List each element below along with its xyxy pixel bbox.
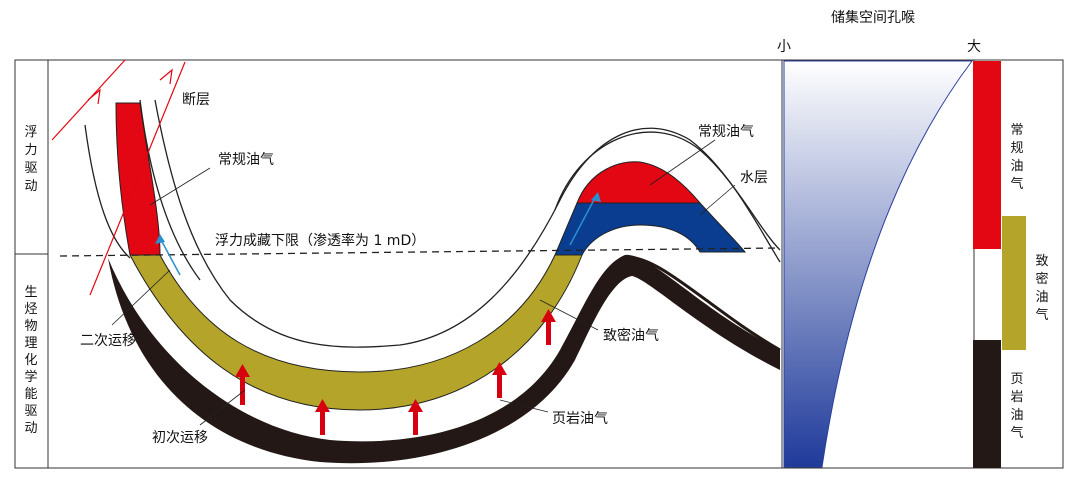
leader-conventional-left [149, 167, 211, 206]
biochem-drive-label: 生 烃 物 理 化 学 能 驱 动 [24, 285, 37, 436]
leader-tight [539, 299, 599, 331]
pore-large-label: 大 [967, 39, 981, 55]
tight-oil-gas-label: 致密油气 [603, 327, 659, 344]
legend-char: 气 [1010, 425, 1023, 441]
migration-arrow-blue-left [159, 237, 181, 276]
legend-char: 常 [1010, 123, 1023, 138]
legend-conventional-bar [973, 61, 1001, 249]
fault-label: 断层 [182, 92, 210, 108]
buoyancy-drive-label: 浮 力 驱 动 [24, 125, 37, 194]
red-arrow-head [235, 364, 250, 377]
fault-line-main [89, 61, 186, 296]
conventional-label-left: 常规油气 [218, 152, 274, 168]
leader-conventional-right [649, 139, 716, 186]
legend-char: 页 [1010, 372, 1023, 387]
red-arrow-head [541, 309, 556, 322]
leader-water [699, 184, 736, 216]
migration-arrowhead-blue-left [155, 234, 165, 244]
side-char: 生 [24, 285, 37, 300]
legend-char: 致 [1035, 254, 1048, 269]
side-char: 烃 [24, 302, 37, 317]
shale-top-outline [624, 255, 781, 352]
legend-char: 规 [1010, 141, 1023, 156]
red-arrow-head [315, 399, 330, 412]
pore-throat-gradient [783, 60, 974, 468]
red-arrow-head [408, 399, 423, 412]
legend-tight-bar [1002, 216, 1026, 350]
side-char: 驱 [24, 161, 37, 176]
shale-oil-gas-label: 页岩油气 [552, 411, 608, 427]
water-layer [554, 202, 747, 256]
side-char: 物 [24, 319, 37, 334]
leader-secondary [111, 269, 171, 326]
conventional-label-right: 常规油气 [698, 124, 754, 140]
side-char: 力 [24, 143, 37, 158]
fault-arrow-1 [87, 88, 101, 105]
side-char: 学 [24, 369, 37, 385]
conventional-trap-right [576, 161, 702, 204]
buoyancy-limit-label: 浮力成藏下限（渗透率为 1 mD） [215, 232, 425, 249]
legend-tight-label: 致 密 油 气 [1035, 254, 1048, 323]
legend-char: 油 [1010, 159, 1023, 174]
primary-migration-arrows [235, 309, 556, 435]
legend-char: 岩 [1010, 390, 1023, 405]
legend-conventional-label: 常 规 油 气 [1010, 123, 1023, 192]
side-char: 理 [24, 336, 37, 351]
water-layer-label: 水层 [740, 170, 768, 186]
carrier-bed-outline-left-inner [154, 99, 781, 348]
red-arrow-shaft [320, 410, 325, 435]
migration-arrow-blue-right [569, 195, 597, 246]
legend-shale-bar [973, 340, 1001, 468]
red-arrow-shaft [413, 410, 418, 435]
conventional-layer-left [115, 102, 161, 256]
migration-arrowhead-blue-right [591, 192, 601, 202]
legend-shale-label: 页 岩 油 气 [1010, 372, 1023, 441]
red-arrow-shaft [497, 373, 502, 398]
secondary-migration-label: 二次运移 [80, 333, 136, 349]
legend-char: 油 [1010, 408, 1023, 423]
red-arrow-shaft [240, 375, 245, 405]
fault-arrow-2 [159, 68, 173, 85]
red-arrow-shaft [546, 320, 551, 345]
legend-char: 油 [1035, 290, 1048, 305]
side-char: 浮 [24, 125, 37, 140]
legend-char: 气 [1010, 176, 1023, 192]
legend-char: 密 [1035, 271, 1048, 287]
pore-small-label: 小 [777, 39, 791, 55]
side-char: 化 [24, 353, 37, 368]
side-char: 能 [24, 387, 37, 402]
primary-migration-label: 初次运移 [152, 429, 208, 446]
carrier-bed-outline-outer [139, 99, 201, 281]
legend-char: 气 [1035, 307, 1048, 323]
anticline-outer-outline [554, 131, 781, 251]
leader-shale [499, 399, 549, 413]
side-char: 动 [24, 421, 37, 436]
carrier-bed-outline-left-outer [84, 124, 131, 259]
pore-panel-title: 储集空间孔喉 [831, 9, 915, 26]
main-frame [14, 59, 1064, 469]
buoyancy-limit-line [59, 247, 781, 257]
side-char: 动 [24, 179, 37, 194]
leader-primary [199, 389, 246, 426]
side-char: 驱 [24, 404, 37, 419]
red-arrow-head [492, 362, 507, 375]
